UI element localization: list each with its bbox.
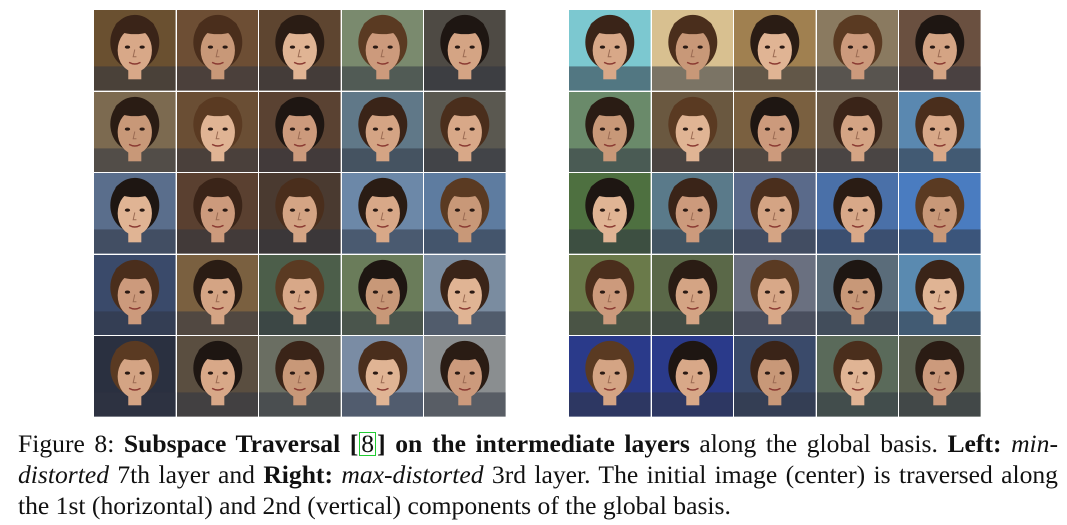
right-face-image-r1-c2 [651,10,734,91]
right-face-image-r4-c4 [816,254,899,336]
left-label: Left: [947,429,1002,458]
left-face-image-r3-c2 [176,173,259,254]
right-face-image-r2-c5 [899,91,981,173]
left-face-image-r1-c2 [176,10,259,91]
left-face-image-r1-c3 [259,10,341,91]
right-face-image-r5-c4 [816,336,899,417]
left-face-image-r3-c5 [424,173,506,254]
right-face-image-r5-c1 [569,336,651,417]
left-face-image-r4-c1 [94,254,176,336]
caption-title-start: Subspace Traversal [ [123,429,359,458]
left-face-image-r1-c1 [94,10,176,91]
max-distorted-term: max-distorted [341,460,484,489]
left-face-image-r4-c4 [341,254,424,336]
caption-text-2: 7th layer and [109,460,264,489]
left-face-image-r1-c4 [341,10,424,91]
right-face-image-r4-c1 [569,254,651,336]
right-face-image-r1-c3 [734,10,816,91]
left-face-image-r2-c2 [176,91,259,173]
right-face-image-r3-c1 [569,173,651,254]
left-face-image-r4-c2 [176,254,259,336]
right-face-image-r4-c5 [899,254,981,336]
left-face-image-r3-c1 [94,173,176,254]
right-face-image-r2-c3 [734,91,816,173]
caption-text-1: along the global basis. [689,429,948,458]
caption-text-3: 3rd layer. The initial image (center) is… [18,460,1058,520]
left-face-image-r5-c5 [424,336,506,417]
right-face-grid [569,10,981,417]
left-face-image-r2-c1 [94,91,176,173]
right-face-image-r3-c4 [816,173,899,254]
right-label: Right: [263,460,333,489]
left-face-image-r2-c3 [259,91,341,173]
right-face-image-r4-c2 [651,254,734,336]
left-face-image-r5-c4 [341,336,424,417]
caption-title-end: ] on the intermediate layers [377,429,690,458]
right-face-image-r5-c5 [899,336,981,417]
left-face-image-r2-c4 [341,91,424,173]
figure-label: Figure 8: [18,429,115,458]
right-face-image-r3-c3 [734,173,816,254]
left-face-image-r4-c3 [259,254,341,336]
right-face-image-r1-c4 [816,10,899,91]
left-face-image-r5-c1 [94,336,176,417]
left-face-grid [94,10,506,417]
right-face-image-r2-c2 [651,91,734,173]
right-face-image-r3-c5 [899,173,981,254]
left-face-image-r3-c4 [341,173,424,254]
right-face-image-r2-c1 [569,91,651,173]
citation-link[interactable]: 8 [359,429,377,458]
left-face-image-r3-c3 [259,173,341,254]
min-distorted-term: min-distorted [18,429,1058,489]
figure-caption: Figure 8: Subspace Traversal [8] on the … [18,428,1058,521]
right-face-image-r1-c5 [899,10,981,91]
right-face-image-r1-c1 [569,10,651,91]
left-face-image-r5-c2 [176,336,259,417]
right-face-image-r2-c4 [816,91,899,173]
left-face-image-r5-c3 [259,336,341,417]
left-face-image-r1-c5 [424,10,506,91]
right-face-image-r3-c2 [651,173,734,254]
right-face-image-r5-c2 [651,336,734,417]
left-face-image-r4-c5 [424,254,506,336]
right-face-image-r5-c3 [734,336,816,417]
left-face-image-r2-c5 [424,91,506,173]
right-face-image-r4-c3 [734,254,816,336]
